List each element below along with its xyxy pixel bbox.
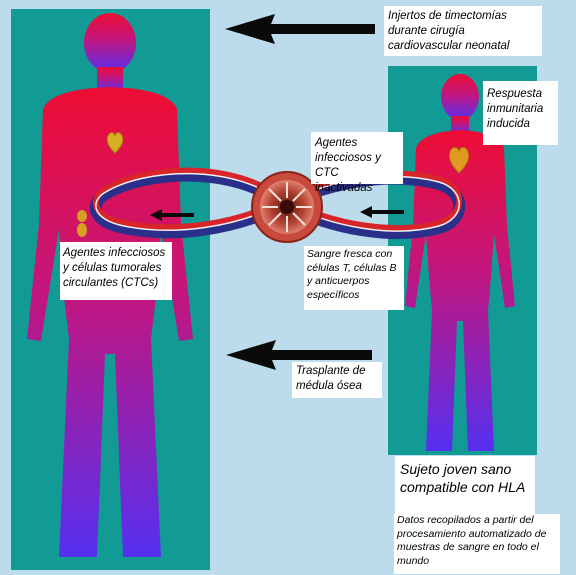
- left-kidneys-icon: [77, 210, 87, 237]
- infectious-agents-label: Agentes infecciosos y células tumorales …: [60, 242, 172, 300]
- turbine-filter-icon: [251, 171, 323, 243]
- left-body-figure: [27, 13, 193, 557]
- small-arrow-right-icon: [360, 206, 404, 218]
- bone-marrow-label: Trasplante de médula ósea: [292, 362, 382, 398]
- immune-response-label: Respuesta inmunitaria inducida: [483, 81, 558, 145]
- small-arrow-left-icon: [150, 209, 194, 221]
- bottom-left-arrow-icon: [226, 340, 372, 370]
- left-heart-icon: [106, 132, 124, 154]
- right-heart-icon: [448, 146, 470, 174]
- young-subject-label: Sujeto joven sano compatible con HLA: [395, 456, 535, 516]
- data-collected-label: Datos recopilados a partir del procesami…: [394, 514, 560, 574]
- inactivated-label: Agentes infecciosos y CTC inactivadas: [311, 132, 403, 194]
- grafts-label: Injertos de timectomías durante cirugía …: [384, 6, 542, 56]
- top-left-arrow-icon: [225, 14, 375, 44]
- fresh-blood-label: Sangre fresca con células T, células B y…: [304, 246, 404, 310]
- right-body-figure: [405, 74, 515, 451]
